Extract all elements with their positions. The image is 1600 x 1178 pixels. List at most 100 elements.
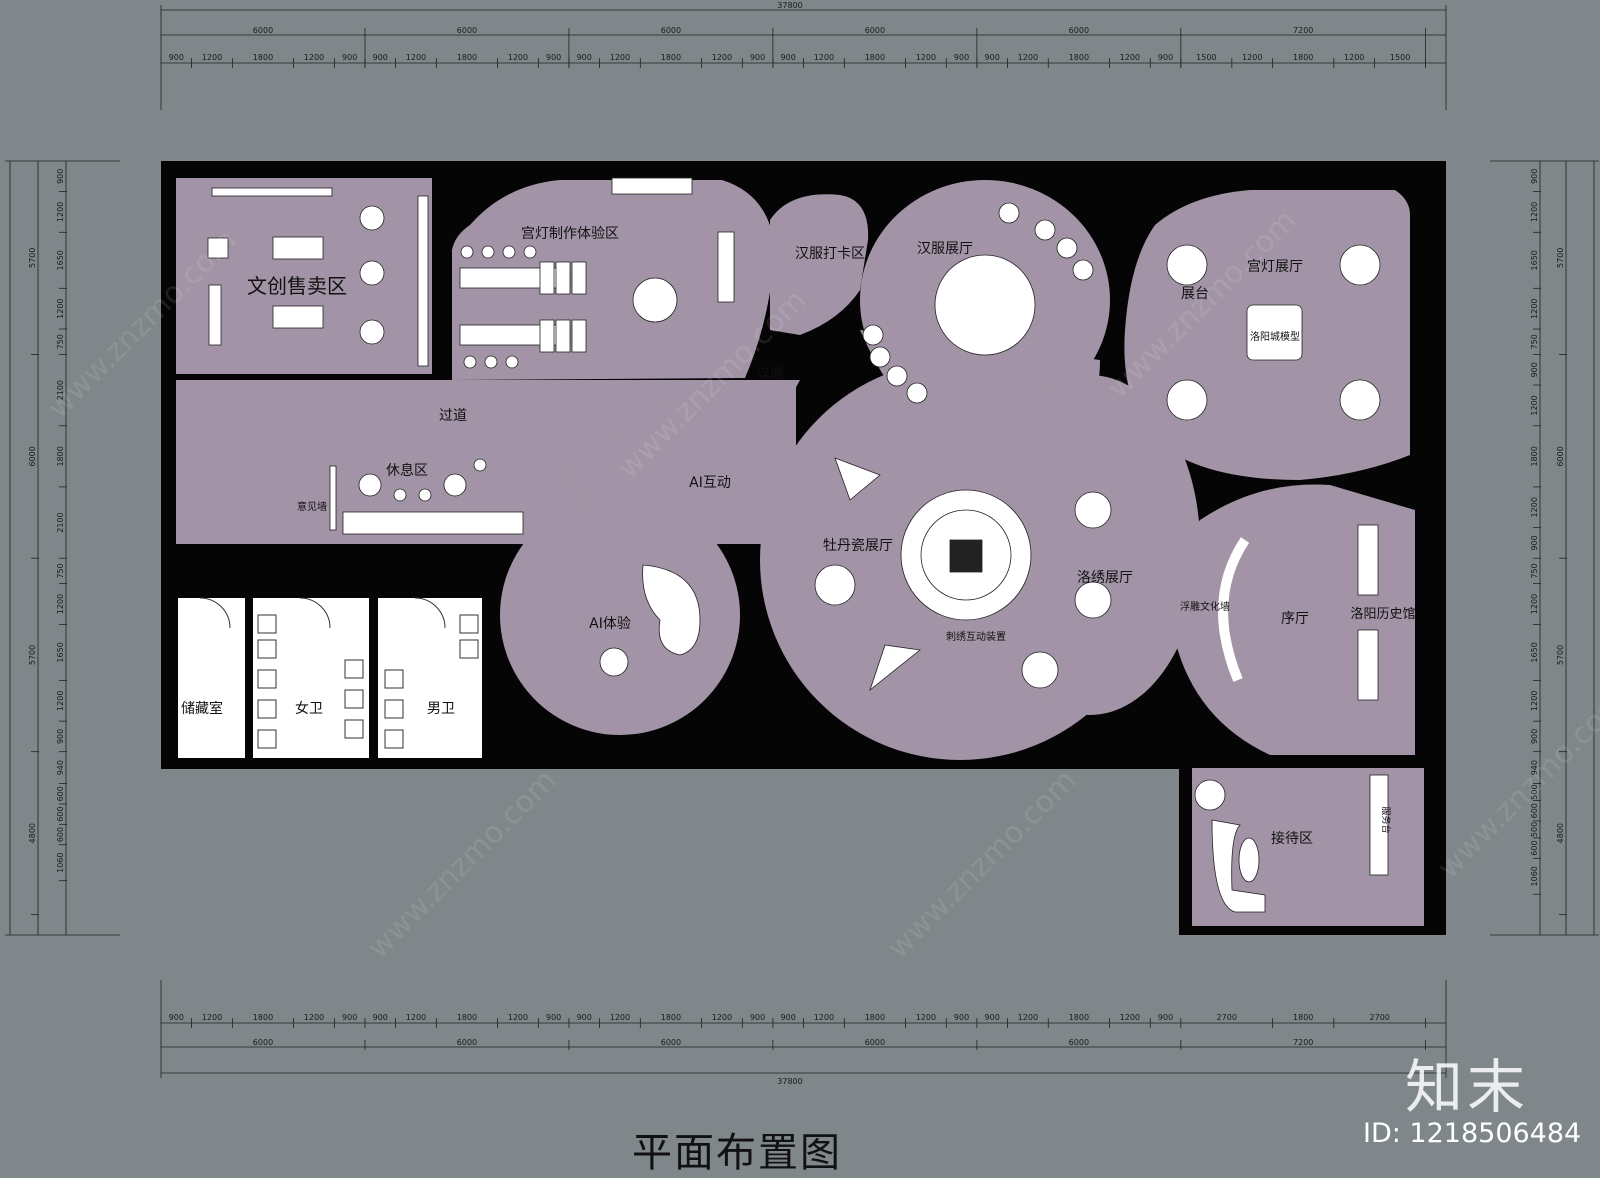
right-detail-label: 900	[1530, 729, 1539, 744]
label-chucang: 储藏室	[181, 700, 223, 717]
top-detail-label: 1200	[406, 53, 426, 62]
top-detail-label: 1800	[1069, 53, 1089, 62]
bottom-detail-label: 1200	[610, 1013, 630, 1022]
bottom-detail-label: 1800	[661, 1013, 681, 1022]
label-guodao-1: 过道	[757, 366, 783, 381]
top-bay-label: 7200	[1293, 26, 1313, 35]
top-detail-label: 1800	[253, 53, 273, 62]
brand-logo: 知末	[1405, 1053, 1530, 1121]
bottom-detail-label: 1800	[457, 1013, 477, 1022]
right-detail-label: 1650	[1530, 642, 1539, 662]
bottom-detail-label: 900	[954, 1013, 969, 1022]
top-detail-label: 1200	[304, 53, 324, 62]
right-detail-label: 900	[1530, 362, 1539, 377]
bottom-detail-labels: 900 1200 1800 1200 900 900 1200 1800 1200 900 900 1…	[169, 1013, 1390, 1022]
right-detail-label: 900	[1530, 169, 1539, 184]
top-detail-label: 1200	[1344, 53, 1364, 62]
bottom-detail-label: 1200	[712, 1013, 732, 1022]
top-detail-label: 900	[1158, 53, 1173, 62]
top-detail-label: 900	[373, 53, 388, 62]
label-mudan-ci: 牡丹瓷展厅	[823, 538, 893, 554]
bottom-detail-label: 1800	[865, 1013, 885, 1022]
label-xiuxi: 休息区	[386, 462, 428, 479]
bottom-detail-label: 2700	[1370, 1013, 1390, 1022]
bottom-detail-label: 900	[781, 1013, 796, 1022]
label-guodao-2: 过道	[439, 408, 467, 424]
right-detail-label: 1200	[1530, 497, 1539, 517]
bottom-detail-label: 900	[750, 1013, 765, 1022]
right-detail-label: 1200	[1530, 395, 1539, 415]
bottom-detail-label: 900	[577, 1013, 592, 1022]
top-bay-label: 6000	[1069, 26, 1089, 35]
bottom-detail-label: 1200	[508, 1013, 528, 1022]
right-detail-label: 940	[1530, 760, 1539, 775]
right-detail-label: 1200	[1530, 298, 1539, 318]
bottom-detail-label: 1200	[814, 1013, 834, 1022]
right-detail-label: 1200	[1530, 202, 1539, 222]
right-detail-label: 1800	[1530, 446, 1539, 466]
top-detail-label: 1500	[1196, 53, 1216, 62]
svg-text:www.znzmo.com: www.znzmo.com	[1431, 683, 1600, 886]
bottom-detail-label: 2700	[1217, 1013, 1237, 1022]
right-detail-label: 1650	[1530, 250, 1539, 270]
left-detail-label: 600	[56, 807, 65, 822]
bottom-detail-label: 900	[546, 1013, 561, 1022]
top-detail-label: 1800	[661, 53, 681, 62]
left-detail-label: 1650	[56, 642, 65, 662]
top-detail-label: 1200	[202, 53, 222, 62]
top-detail-label: 900	[954, 53, 969, 62]
bottom-detail-label: 1200	[202, 1013, 222, 1022]
bottom-dimension-chain	[160, 980, 1447, 1078]
left-detail-label: 2100	[56, 380, 65, 400]
label-hanfu-daka: 汉服打卡区	[795, 245, 865, 262]
right-bay-label: 5700	[1556, 248, 1565, 268]
label-nvwei: 女卫	[295, 700, 323, 717]
left-detail-label: 1200	[56, 594, 65, 614]
left-dimension-chain	[5, 160, 120, 936]
right-detail-label: 900	[1530, 535, 1539, 550]
left-detail-label: 1200	[56, 202, 65, 222]
left-detail-label: 900	[56, 729, 65, 744]
top-bay-label: 6000	[457, 26, 477, 35]
label-luoxiu: 洛绣展厅	[1077, 570, 1133, 586]
top-detail-label: 1200	[712, 53, 732, 62]
label-luoyang-model: 洛阳城模型	[1250, 330, 1300, 343]
label-gongdeng-zhizuo: 宫灯制作体验区	[521, 226, 619, 242]
bottom-bay-label: 7200	[1293, 1038, 1313, 1047]
top-detail-label: 1200	[916, 53, 936, 62]
label-xuting: 序厅	[1281, 611, 1309, 627]
left-detail-label: 1200	[56, 298, 65, 318]
drawing-title: 平面布置图	[632, 1130, 842, 1176]
top-detail-label: 1200	[1242, 53, 1262, 62]
left-dimension-labels: 5700600057004800900120016501200750210018…	[28, 169, 67, 916]
top-detail-label: 1800	[457, 53, 477, 62]
left-detail-label: 900	[56, 169, 65, 184]
left-detail-label: 750	[56, 563, 65, 578]
bottom-detail-label: 900	[373, 1013, 388, 1022]
label-zhantai: 展台	[1181, 286, 1209, 302]
left-detail-label: 600	[56, 786, 65, 801]
left-detail-label: 1060	[56, 853, 65, 873]
label-hanfu-zhanting: 汉服展厅	[917, 241, 973, 257]
left-detail-label: 1800	[56, 446, 65, 466]
left-detail-label: 940	[56, 760, 65, 775]
bottom-detail-label: 1800	[1293, 1013, 1313, 1022]
top-detail-label: 1800	[1293, 53, 1313, 62]
bottom-detail-label: 1200	[916, 1013, 936, 1022]
bottom-bay-label: 6000	[253, 1038, 273, 1047]
bottom-detail-label: 1200	[406, 1013, 426, 1022]
left-bay-label: 6000	[28, 446, 37, 466]
top-bay-label: 6000	[661, 26, 681, 35]
right-detail-label: 600	[1530, 803, 1539, 818]
right-detail-label: 1200	[1530, 594, 1539, 614]
right-detail-label: 500	[1530, 822, 1539, 837]
label-jiedai: 接待区	[1271, 830, 1313, 847]
top-detail-label: 1200	[1120, 53, 1140, 62]
top-detail-label: 1800	[865, 53, 885, 62]
label-ai-tiyan: AI体验	[589, 616, 631, 632]
right-detail-label: 750	[1530, 334, 1539, 349]
label-fudiao: 浮雕文化墙	[1180, 600, 1230, 613]
right-detail-label: 600	[1530, 840, 1539, 855]
